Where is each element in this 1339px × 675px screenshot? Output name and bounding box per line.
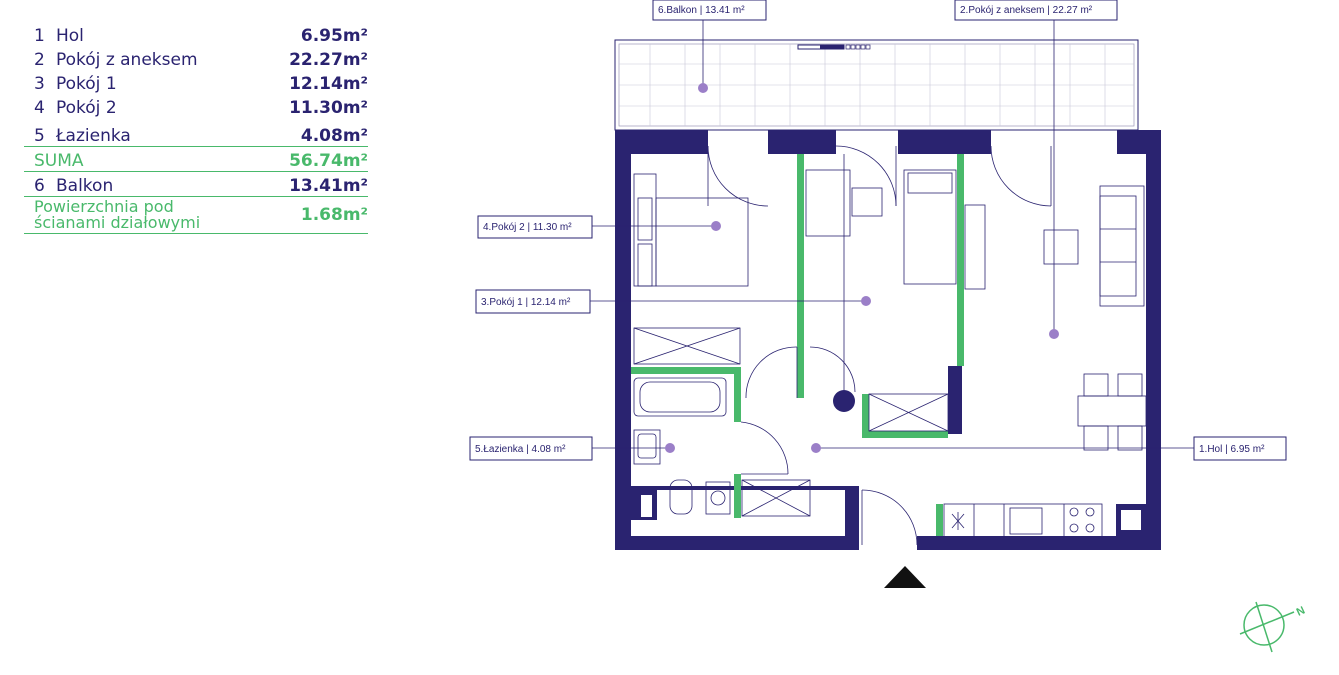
doors — [707, 145, 1052, 546]
area-table: 1 Hol 6.95m² 2 Pokój z aneksem 22.27m² 3… — [24, 22, 368, 234]
area-row-pokoj-2: 4 Pokój 2 11.30m² — [24, 94, 368, 118]
area-row-value: 11.30m² — [289, 98, 368, 118]
area-row-number: 4 — [34, 98, 45, 118]
area-row-value: 22.27m² — [289, 50, 368, 70]
area-row-name: Pokój 2 — [56, 98, 117, 118]
area-row-number: 3 — [34, 74, 45, 94]
area-row-hol: 1 Hol 6.95m² — [24, 22, 368, 46]
area-walls-label-line1: Powierzchnia pod — [34, 197, 174, 216]
room-markers — [665, 83, 1059, 453]
area-sum-value: 56.74m² — [289, 151, 368, 171]
area-row-balkon: 6 Balkon 13.41m² — [24, 172, 368, 197]
area-row-number: 6 — [34, 176, 45, 196]
label-pokoj-1: 3.Pokój 1 | 12.14 m² — [475, 289, 591, 314]
partition-walls — [631, 154, 964, 536]
area-row-value: 4.08m² — [300, 126, 368, 146]
area-row-name: Łazienka — [56, 126, 131, 146]
compass-icon: N — [1239, 601, 1307, 653]
area-row-value: 6.95m² — [300, 26, 368, 46]
label-lazienka: 5.Łazienka | 4.08 m² — [469, 436, 593, 461]
label-pokoj-2: 4.Pokój 2 | 11.30 m² — [477, 215, 593, 239]
label-pokoj-2-text: 4.Pokój 2 | 11.30 m² — [483, 222, 572, 233]
column-marker — [833, 390, 855, 412]
entrance-arrow-icon — [884, 566, 926, 588]
area-row-number: 2 — [34, 50, 45, 70]
area-row-number: 1 — [34, 26, 45, 46]
area-sum-label: SUMA — [34, 151, 84, 171]
label-lazienka-text: 5.Łazienka | 4.08 m² — [475, 444, 566, 455]
label-pokoj-1-text: 3.Pokój 1 | 12.14 m² — [481, 297, 571, 308]
outer-walls — [615, 130, 1161, 550]
label-hol: 1.Hol | 6.95 m² — [1193, 436, 1287, 461]
balcony — [614, 39, 1139, 131]
area-row-walls: Powierzchnia pod ścianami działowymi 1.6… — [24, 197, 368, 234]
area-row-name: Pokój 1 — [56, 74, 117, 94]
area-row-name: Balkon — [56, 176, 114, 196]
label-hol-text: 1.Hol | 6.95 m² — [1199, 444, 1265, 455]
furniture — [633, 169, 1147, 539]
area-row-lazienka: 5 Łazienka 4.08m² — [24, 118, 368, 146]
area-row-pokoj-1: 3 Pokój 1 12.14m² — [24, 70, 368, 94]
area-row-pokoj-z-aneksem: 2 Pokój z aneksem 22.27m² — [24, 46, 368, 70]
area-row-name: Pokój z aneksem — [56, 50, 198, 70]
leader-lines — [590, 20, 1194, 449]
area-walls-value: 1.68m² — [300, 205, 368, 225]
area-row-number: 5 — [34, 126, 45, 146]
area-row-value: 13.41m² — [289, 176, 368, 196]
area-row-value: 12.14m² — [289, 74, 368, 94]
label-balkon-text: 6.Balkon | 13.41 m² — [658, 5, 745, 16]
area-walls-label: Powierzchnia pod ścianami działowymi — [24, 199, 301, 231]
label-pokoj-z-aneksem-text: 2.Pokój z aneksem | 22.27 m² — [960, 5, 1093, 16]
area-row-name: Hol — [56, 26, 84, 46]
label-balkon: 6.Balkon | 13.41 m² — [652, 0, 767, 21]
label-pokoj-z-aneksem: 2.Pokój z aneksem | 22.27 m² — [954, 0, 1118, 21]
compass-letter: N — [1295, 604, 1307, 618]
area-walls-label-line2: ścianami działowymi — [34, 213, 201, 232]
area-row-sum: SUMA 56.74m² — [24, 146, 368, 172]
